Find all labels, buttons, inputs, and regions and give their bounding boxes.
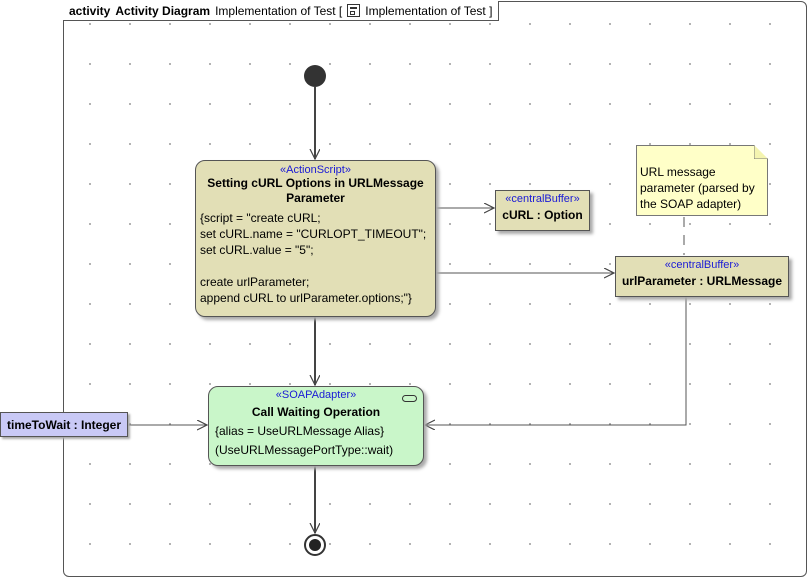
initial-node[interactable] [304,65,326,87]
call-behavior-icon [402,395,417,402]
frame-name: Activity Diagram [115,3,211,18]
action-body-line: append cURL to urlParameter.options;"} [200,291,412,305]
action-title: Setting cURL Options in URLMessage Param… [207,176,424,205]
action-body-line: set cURL.name = "CURLOPT_TIMEOUT"; [200,227,427,241]
call-body-line: {alias = UseURLMessage Alias} [215,424,385,438]
note-line: the SOAP adapter) [640,197,742,211]
curl-buffer-stereotype: «centralBuffer» [505,193,580,205]
call-body: {alias = UseURLMessage Alias} (UseURLMes… [215,422,417,460]
diagram-icon [347,4,361,17]
frame-header: activity Activity Diagram Implementation… [63,1,500,21]
urlparameter-central-buffer[interactable]: «centralBuffer» urlParameter : URLMessag… [615,256,789,297]
action-body-line: create urlParameter; [200,275,310,289]
call-body-line: (UseURLMessagePortType::wait) [215,443,394,457]
frame-context-ref: Implementation of Test ] [365,3,493,18]
comment-note[interactable]: URL message parameter (parsed by the SOA… [636,145,768,216]
frame-keyword: activity [69,3,111,18]
note-fold-icon [754,145,768,159]
action-body-line: {script = "create cURL; [200,211,321,225]
call-operation-node[interactable]: «SOAPAdapter» Call Waiting Operation {al… [208,386,424,466]
curl-buffer-label: cURL : Option [502,208,583,222]
curl-central-buffer[interactable]: «centralBuffer» cURL : Option [495,190,590,231]
action-script-node[interactable]: «ActionScript» Setting cURL Options in U… [195,160,436,317]
call-stereotype: «SOAPAdapter» [275,389,357,401]
note-line: URL message [640,165,716,179]
action-body-line [200,258,431,274]
time-to-wait-parameter[interactable]: timeToWait : Integer [0,412,128,437]
frame-context: Implementation of Test [ [215,3,343,18]
action-body-line: set cURL.value = "5"; [200,243,314,257]
url-buffer-stereotype: «centralBuffer» [664,259,740,271]
action-body: {script = "create cURL; set cURL.name = … [200,210,431,306]
flow-urlparam-to-call [425,297,687,425]
final-node[interactable] [304,534,326,556]
parameter-label: timeToWait : Integer [7,417,121,432]
call-title: Call Waiting Operation [251,405,381,419]
url-buffer-label: urlParameter : URLMessage [621,274,783,288]
action-stereotype: «ActionScript» [280,164,351,176]
note-line: parameter (parsed by [640,181,755,195]
